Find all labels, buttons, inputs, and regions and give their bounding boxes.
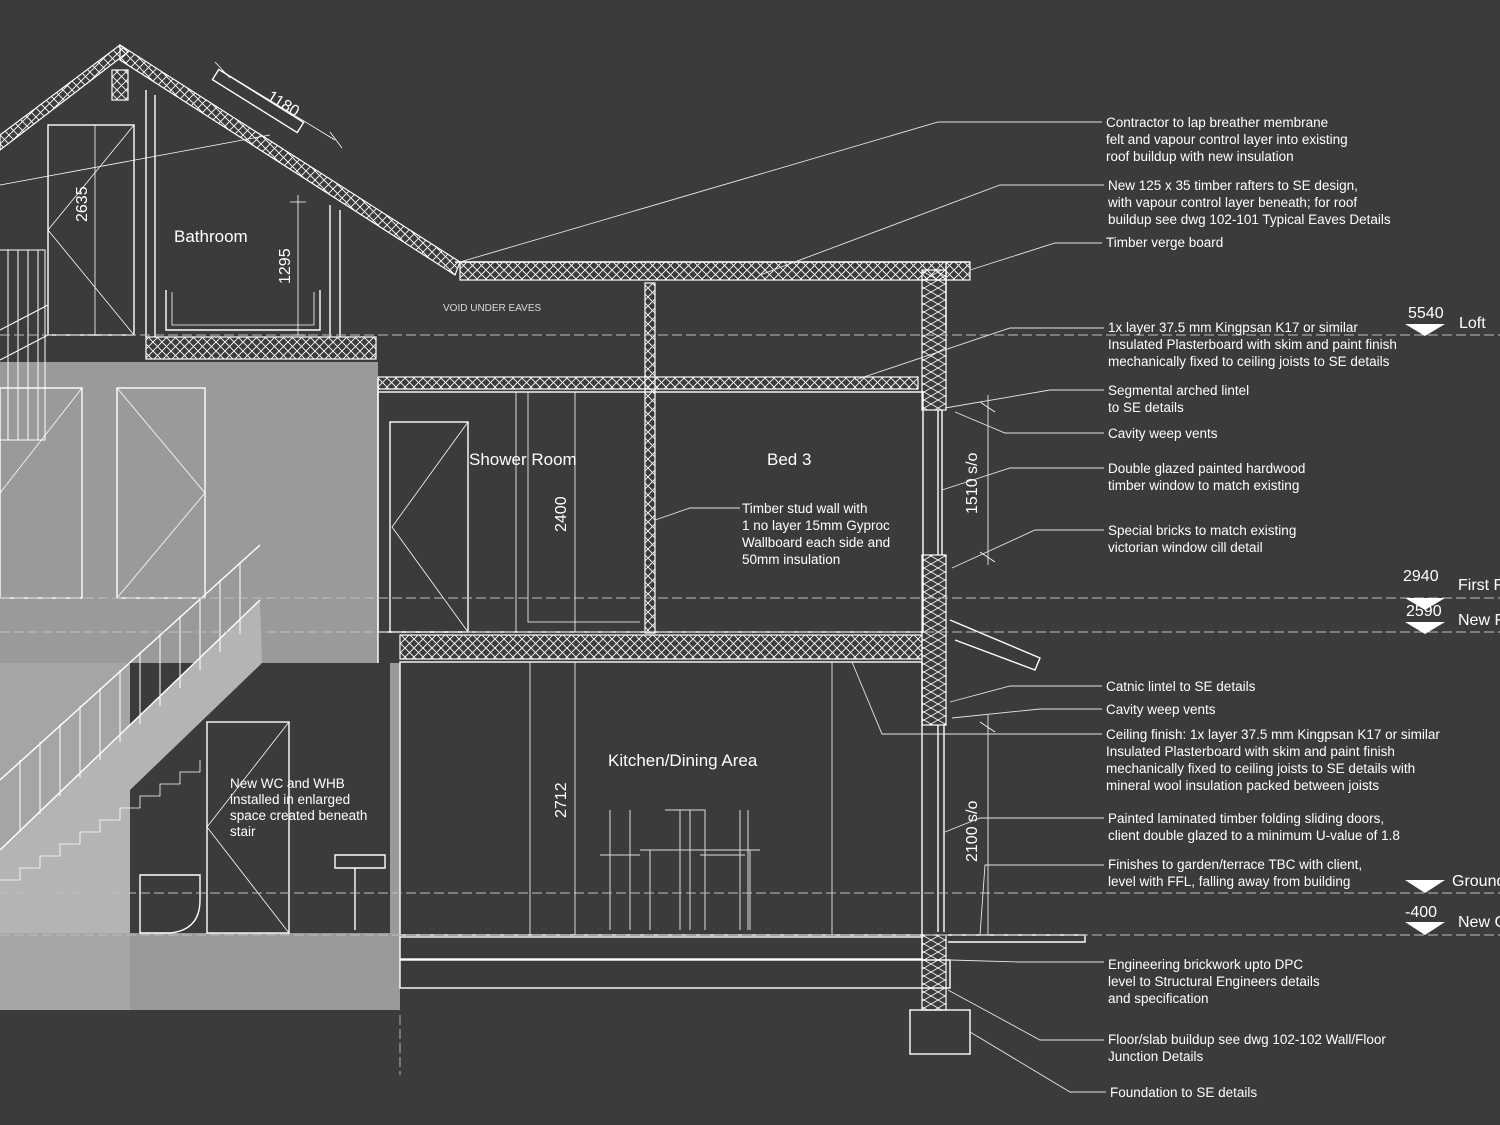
window-cill <box>949 619 1041 671</box>
svg-text:New G: New G <box>1458 914 1500 931</box>
svg-text:roof buildup with new insulati: roof buildup with new insulation <box>1106 149 1294 164</box>
note-breather-membrane: Contractor to lap breather membrane felt… <box>1106 115 1348 164</box>
dim-2712: 2712 <box>553 782 570 818</box>
svg-text:Finishes to garden/terrace TBC: Finishes to garden/terrace TBC with clie… <box>1108 857 1362 872</box>
svg-text:Foundation to SE details: Foundation to SE details <box>1110 1085 1257 1100</box>
svg-text:level to Structural Engineers: level to Structural Engineers details <box>1108 974 1320 989</box>
svg-text:with vapour control layer ben: with vapour control layer beneath; for r… <box>1107 195 1357 210</box>
svg-text:1 no layer 15mm Gyproc: 1 no layer 15mm Gyproc <box>742 518 890 533</box>
svg-text:Painted laminated timber foldi: Painted laminated timber folding sliding… <box>1108 811 1384 826</box>
svg-text:Cavity weep vents: Cavity weep vents <box>1108 426 1218 441</box>
svg-text:timber window to match existin: timber window to match existing <box>1108 478 1299 493</box>
level-labels: 5540 Loft 2940 First F 2590 New F Ground… <box>1403 305 1500 931</box>
svg-text:First F: First F <box>1458 577 1500 594</box>
note-weep-vents-2: Cavity weep vents <box>1106 702 1216 717</box>
extension-roof <box>377 261 971 663</box>
svg-text:Ground: Ground <box>1452 873 1500 890</box>
note-catnic-lintel: Catnic lintel to SE details <box>1106 679 1256 694</box>
note-engineering-brickwork: Engineering brickwork upto DPC level to … <box>1108 957 1320 1006</box>
dimension-lines <box>88 61 996 935</box>
svg-text:and specification: and specification <box>1108 991 1209 1006</box>
room-bathroom: Bathroom <box>174 227 248 246</box>
dim-2635: 2635 <box>74 186 91 222</box>
note-rafters: New 125 x 35 timber rafters to SE design… <box>1107 178 1391 227</box>
bath-icon <box>165 290 321 331</box>
svg-text:Special bricks to match existi: Special bricks to match existing <box>1108 523 1296 538</box>
svg-text:Catnic lintel to SE details: Catnic lintel to SE details <box>1106 679 1256 694</box>
svg-text:stair: stair <box>230 824 256 839</box>
dim-2100: 2100 s/o <box>964 801 981 862</box>
note-plasterboard: 1x layer 37.5 mm Kingpsan K17 or similar… <box>1108 320 1397 369</box>
room-bed3: Bed 3 <box>767 450 811 469</box>
note-ceiling-finish: Ceiling finish: 1x layer 37.5 mm Kingpsa… <box>1106 727 1440 793</box>
svg-text:mineral wool insulation packed: mineral wool insulation packed between j… <box>1106 778 1379 793</box>
note-folding-doors: Painted laminated timber folding sliding… <box>1108 811 1400 843</box>
whb-icon <box>334 854 386 930</box>
svg-text:1x layer 37.5 mm Kingpsan K17: 1x layer 37.5 mm Kingpsan K17 or similar <box>1108 320 1358 335</box>
svg-text:New F: New F <box>1458 612 1500 629</box>
svg-text:level with FFL, falling away f: level with FFL, falling away from buildi… <box>1108 874 1350 889</box>
note-arched-lintel: Segmental arched lintel to SE details <box>1108 383 1249 415</box>
svg-text:New WC and WHB: New WC and WHB <box>230 776 345 791</box>
external-wall <box>909 262 1086 1055</box>
svg-text:-400: -400 <box>1405 904 1437 921</box>
svg-text:mechanically fixed to ceiling: mechanically fixed to ceiling joists to … <box>1106 761 1415 776</box>
svg-text:New 125 x 35 timber rafters to: New 125 x 35 timber rafters to SE design… <box>1108 178 1358 193</box>
svg-text:Engineering brickwork upto DPC: Engineering brickwork upto DPC <box>1108 957 1303 972</box>
svg-text:mechanically fixed to ceiling: mechanically fixed to ceiling joists to … <box>1108 354 1390 369</box>
wc-icon <box>139 874 201 934</box>
svg-text:2940: 2940 <box>1403 568 1439 585</box>
note-floor-slab: Floor/slab buildup see dwg 102-102 Wall/… <box>1108 1032 1386 1064</box>
svg-text:Cavity weep vents: Cavity weep vents <box>1106 702 1216 717</box>
level-markers <box>1405 324 1445 935</box>
note-special-bricks: Special bricks to match existing victori… <box>1108 523 1296 555</box>
note-foundation: Foundation to SE details <box>1110 1085 1257 1100</box>
svg-text:5540: 5540 <box>1408 305 1444 322</box>
svg-text:victorian window cill detail: victorian window cill detail <box>1108 540 1263 555</box>
note-weep-vents-1: Cavity weep vents <box>1108 426 1218 441</box>
room-kitchen: Kitchen/Dining Area <box>608 751 758 770</box>
svg-text:felt and vapour control layer: felt and vapour control layer into exist… <box>1106 132 1348 147</box>
svg-text:50mm insulation: 50mm insulation <box>742 552 840 567</box>
svg-text:Floor/slab buildup see dwg 102: Floor/slab buildup see dwg 102-102 Wall/… <box>1108 1032 1386 1047</box>
note-window: Double glazed painted hardwood timber wi… <box>1108 461 1305 493</box>
dim-1295: 1295 <box>277 248 294 284</box>
svg-text:Timber verge board: Timber verge board <box>1106 235 1223 250</box>
svg-text:Double glazed painted hardwood: Double glazed painted hardwood <box>1108 461 1305 476</box>
room-shower: Shower Room <box>469 450 577 469</box>
dim-1510: 1510 s/o <box>964 453 981 514</box>
svg-text:Junction Details: Junction Details <box>1108 1049 1204 1064</box>
svg-text:Loft: Loft <box>1459 315 1486 332</box>
note-verge: Timber verge board <box>1106 235 1223 250</box>
wc-note: New WC and WHB installed in enlarged spa… <box>230 776 367 839</box>
void-label: VOID UNDER EAVES <box>443 303 541 314</box>
svg-text:2590: 2590 <box>1406 603 1442 620</box>
svg-text:Segmental arched lintel: Segmental arched lintel <box>1108 383 1249 398</box>
stair-balusters <box>19 562 241 832</box>
dim-2400: 2400 <box>553 496 570 532</box>
svg-text:client double glazed to a mini: client double glazed to a minimum U-valu… <box>1108 828 1400 843</box>
svg-text:to SE details: to SE details <box>1108 400 1184 415</box>
svg-text:space created beneath: space created beneath <box>230 808 367 823</box>
note-garden-finishes: Finishes to garden/terrace TBC with clie… <box>1108 857 1362 889</box>
svg-text:installed in enlarged: installed in enlarged <box>230 792 350 807</box>
svg-text:Contractor to lap breather mem: Contractor to lap breather membrane <box>1106 115 1328 130</box>
loft-roof <box>0 43 461 360</box>
rooflight <box>211 68 305 134</box>
svg-text:Ceiling finish: 1x layer 37.5: Ceiling finish: 1x layer 37.5 mm Kingpsa… <box>1106 727 1440 742</box>
svg-text:Timber stud wall with: Timber stud wall with <box>742 501 868 516</box>
svg-text:Wallboard each side and: Wallboard each side and <box>742 535 890 550</box>
stud-wall-note: Timber stud wall with 1 no layer 15mm Gy… <box>742 501 890 567</box>
svg-text:Insulated Plasterboard with sk: Insulated Plasterboard with skim and pai… <box>1108 337 1397 352</box>
leader-lines <box>459 121 1106 1093</box>
svg-text:buildup see dwg 102-101 Typica: buildup see dwg 102-101 Typical Eaves De… <box>1108 212 1391 227</box>
ground-floor <box>399 661 951 989</box>
level-lines <box>0 334 1500 1075</box>
svg-text:Insulated Plasterboard with sk: Insulated Plasterboard with skim and pai… <box>1106 744 1395 759</box>
dining-table-icon <box>600 809 760 930</box>
